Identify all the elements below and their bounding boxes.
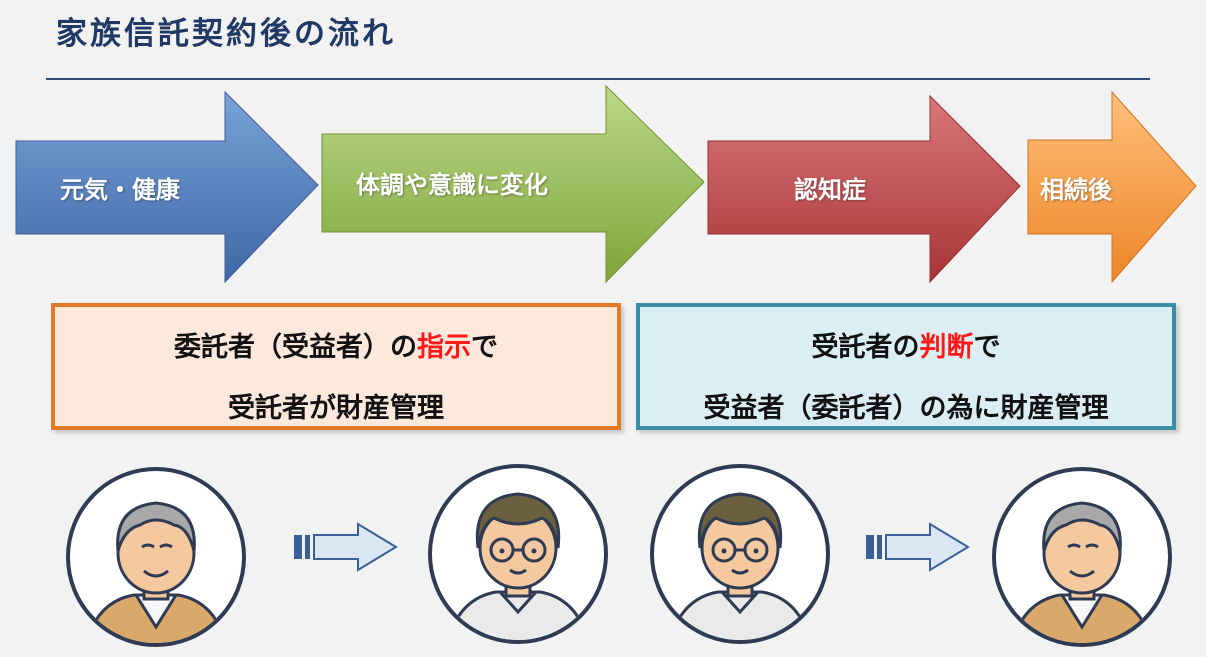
stage-arrows xyxy=(15,84,1197,284)
stage-arrow-4 xyxy=(1027,90,1197,284)
page-title: 家族信託契約後の流れ xyxy=(56,16,396,52)
stage-label-1: 元気・健康 xyxy=(60,176,180,204)
transition-arrow-2 xyxy=(866,522,970,572)
trustee-judgment-box: 受託者の判断で 受益者（委託者）の為に財産管理 xyxy=(636,303,1176,430)
settlor-box-line-2: 受託者が財産管理 xyxy=(228,393,444,424)
young-man-glasses-icon xyxy=(428,464,608,644)
trustee-box-line-2: 受益者（委託者）の為に財産管理 xyxy=(703,393,1109,424)
settlor-instruction-box: 委託者（受益者）の指示で 受託者が財産管理 xyxy=(51,303,621,430)
stage-label-2: 体調や意識に変化 xyxy=(356,171,548,199)
settlor-box-line-1: 委託者（受益者）の指示で xyxy=(174,332,498,363)
elderly-man-icon xyxy=(66,467,246,647)
title-divider xyxy=(46,78,1150,80)
transition-arrow-1 xyxy=(294,522,398,572)
elderly-man-icon xyxy=(992,467,1172,647)
stage-label-4: 相続後 xyxy=(1040,176,1112,204)
stage-arrow-1 xyxy=(15,90,319,284)
stage-arrow-3 xyxy=(707,94,1021,284)
stage-label-3: 認知症 xyxy=(794,176,866,204)
stage-arrow-2 xyxy=(321,84,705,284)
trustee-box-line-1: 受託者の判断で xyxy=(811,332,1001,363)
young-man-glasses-icon xyxy=(650,464,830,644)
